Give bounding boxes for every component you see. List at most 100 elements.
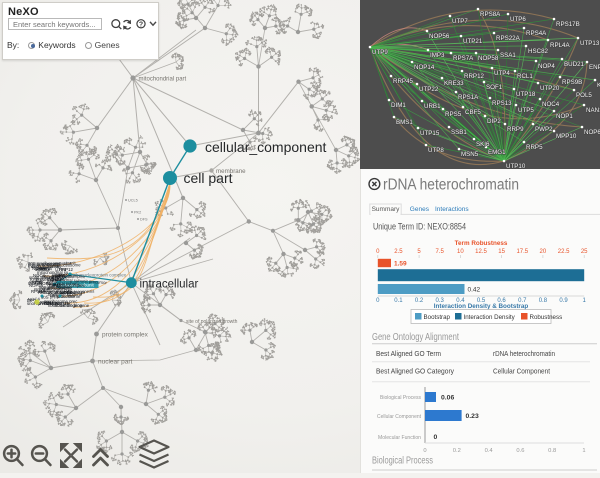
svg-text:0.9: 0.9 [559, 298, 568, 304]
svg-text:ribosome biogenesis: ribosome biogenesis [55, 289, 95, 295]
svg-text:0.06: 0.06 [441, 395, 454, 402]
svg-text:20: 20 [540, 249, 547, 255]
svg-text:mitochondrial subunit precurso: mitochondrial subunit precursor [47, 276, 108, 285]
svg-text:RRP12: RRP12 [59, 267, 73, 272]
svg-text:0.2: 0.2 [453, 448, 461, 454]
svg-text:RPS4A: RPS4A [526, 30, 547, 37]
svg-text:NOP56: NOP56 [429, 33, 450, 40]
svg-text:RPS1A: RPS1A [38, 266, 52, 271]
svg-text:NOP56: NOP56 [29, 283, 44, 288]
svg-text:KRE33: KRE33 [30, 277, 44, 282]
svg-text:RRP12: RRP12 [34, 287, 49, 293]
svg-text:0: 0 [376, 249, 380, 255]
svg-text:90S preribosome: 90S preribosome [39, 285, 72, 290]
svg-text:NOP6: NOP6 [584, 129, 600, 136]
svg-text:DIM1: DIM1 [391, 102, 406, 109]
svg-text:Biological Process: Biological Process [372, 456, 433, 467]
svg-text:RPS1A: RPS1A [38, 290, 52, 295]
svg-text:RRP5: RRP5 [526, 144, 543, 151]
svg-text:UTP8: UTP8 [428, 147, 444, 154]
svg-text:small subunit pr: small subunit pr [55, 290, 86, 295]
svg-text:protein complex: protein complex [102, 332, 149, 339]
svg-text:RPS22A: RPS22A [496, 35, 521, 42]
svg-text:BMS1: BMS1 [58, 273, 70, 278]
svg-text:NOP14: NOP14 [414, 64, 435, 71]
svg-text:Best Aligned GO Category: Best Aligned GO Category [376, 367, 454, 376]
svg-text:processome: processome [36, 277, 60, 282]
svg-text:RPL4A: RPL4A [550, 42, 570, 49]
svg-text:KR: KR [597, 82, 600, 89]
svg-text:NOP1: NOP1 [556, 113, 573, 120]
svg-text:preribosome prec: preribosome prec [39, 288, 73, 293]
svg-text:RRP12: RRP12 [464, 73, 485, 80]
svg-text:BMS1: BMS1 [52, 274, 64, 279]
svg-text:KRE33: KRE33 [444, 80, 464, 87]
svg-text:0.4: 0.4 [456, 298, 465, 304]
svg-text:0.8: 0.8 [539, 298, 548, 304]
svg-text:0.23: 0.23 [466, 413, 479, 420]
svg-text:intracellular: intracellular [140, 279, 199, 291]
svg-text:UTP22: UTP22 [419, 86, 439, 93]
svg-text:MPP10: MPP10 [556, 133, 577, 140]
svg-text:NAN1: NAN1 [586, 107, 600, 114]
svg-text:Bootstrap: Bootstrap [424, 314, 451, 321]
svg-text:BUD21: BUD21 [564, 61, 585, 68]
svg-text:ENP1: ENP1 [589, 64, 600, 71]
svg-text:snoRNA complex: snoRNA complex [52, 272, 86, 279]
svg-text:UTP5: UTP5 [518, 107, 534, 114]
svg-text:15: 15 [498, 249, 505, 255]
svg-text:UTP13: UTP13 [580, 40, 600, 47]
svg-text:NOP4: NOP4 [50, 278, 62, 283]
svg-text:URB1: URB1 [424, 103, 441, 110]
svg-text:PWP2: PWP2 [535, 126, 553, 133]
svg-text:0.4: 0.4 [485, 448, 494, 454]
svg-text:Best Aligned GO Term: Best Aligned GO Term [376, 349, 441, 358]
svg-text:RPS13: RPS13 [492, 100, 512, 107]
svg-text:Summary: Summary [372, 206, 401, 213]
svg-text:site of polarized growth: site of polarized growth [186, 319, 238, 325]
svg-text:UTP6: UTP6 [510, 16, 526, 23]
svg-text:DIP2: DIP2 [41, 266, 51, 271]
svg-text:0: 0 [434, 434, 438, 441]
svg-text:Genes: Genes [410, 206, 430, 213]
svg-text:RPS8A: RPS8A [480, 11, 501, 18]
svg-text:mitochondrial part: mitochondrial part [139, 77, 187, 83]
svg-text:UTP22: UTP22 [28, 280, 42, 286]
svg-text:UTP4: UTP4 [55, 267, 67, 272]
svg-text:RRP45: RRP45 [393, 78, 414, 85]
svg-text:RPS2CA: RPS2CA [49, 275, 66, 280]
svg-text:small subunit pr: small subunit pr [29, 275, 60, 280]
svg-text:NOC4: NOC4 [33, 273, 46, 278]
svg-text:?: ? [139, 22, 143, 29]
svg-text:RPS5: RPS5 [445, 111, 462, 118]
svg-text:small subunit pr: small subunit pr [42, 286, 73, 291]
svg-text:KRE33: KRE33 [36, 267, 50, 272]
svg-text:processome: processome [57, 294, 81, 299]
svg-text:25: 25 [581, 249, 588, 255]
svg-text:NOP4: NOP4 [538, 63, 555, 70]
svg-text:90S preribosome: 90S preribosome [28, 261, 61, 266]
svg-text:22.5: 22.5 [558, 249, 570, 255]
svg-text:ribosome biogene: ribosome biogene [55, 303, 90, 308]
svg-text:ribosomal subuni: ribosomal subuni [46, 281, 79, 286]
svg-text:RRP45: RRP45 [47, 282, 62, 288]
svg-text:preribosome prec: preribosome prec [44, 299, 78, 304]
svg-text:UTP4: UTP4 [494, 70, 510, 77]
svg-text:SKI6: SKI6 [476, 141, 490, 148]
svg-text:Molecular Function: Molecular Function [378, 435, 421, 441]
svg-text:Cellular Component: Cellular Component [493, 367, 550, 376]
svg-text:RPS7A: RPS7A [453, 55, 474, 62]
svg-text:RRP45: RRP45 [40, 300, 54, 305]
svg-text:IMP3: IMP3 [430, 52, 445, 59]
svg-text:MSN5: MSN5 [461, 151, 479, 158]
svg-text:HSC82: HSC82 [528, 48, 549, 55]
svg-text:RPS17B: RPS17B [556, 21, 580, 28]
svg-text:UTP18: UTP18 [516, 91, 536, 98]
svg-text:0.8: 0.8 [548, 448, 556, 454]
svg-text:UTP20: UTP20 [540, 85, 560, 92]
svg-text:DIP2: DIP2 [487, 118, 501, 125]
svg-text:mitochondrial su: mitochondrial su [28, 264, 60, 269]
svg-text:UTP21: UTP21 [463, 38, 483, 45]
svg-text:nuclear part: nuclear part [98, 359, 133, 366]
svg-text:0.7: 0.7 [518, 298, 527, 304]
